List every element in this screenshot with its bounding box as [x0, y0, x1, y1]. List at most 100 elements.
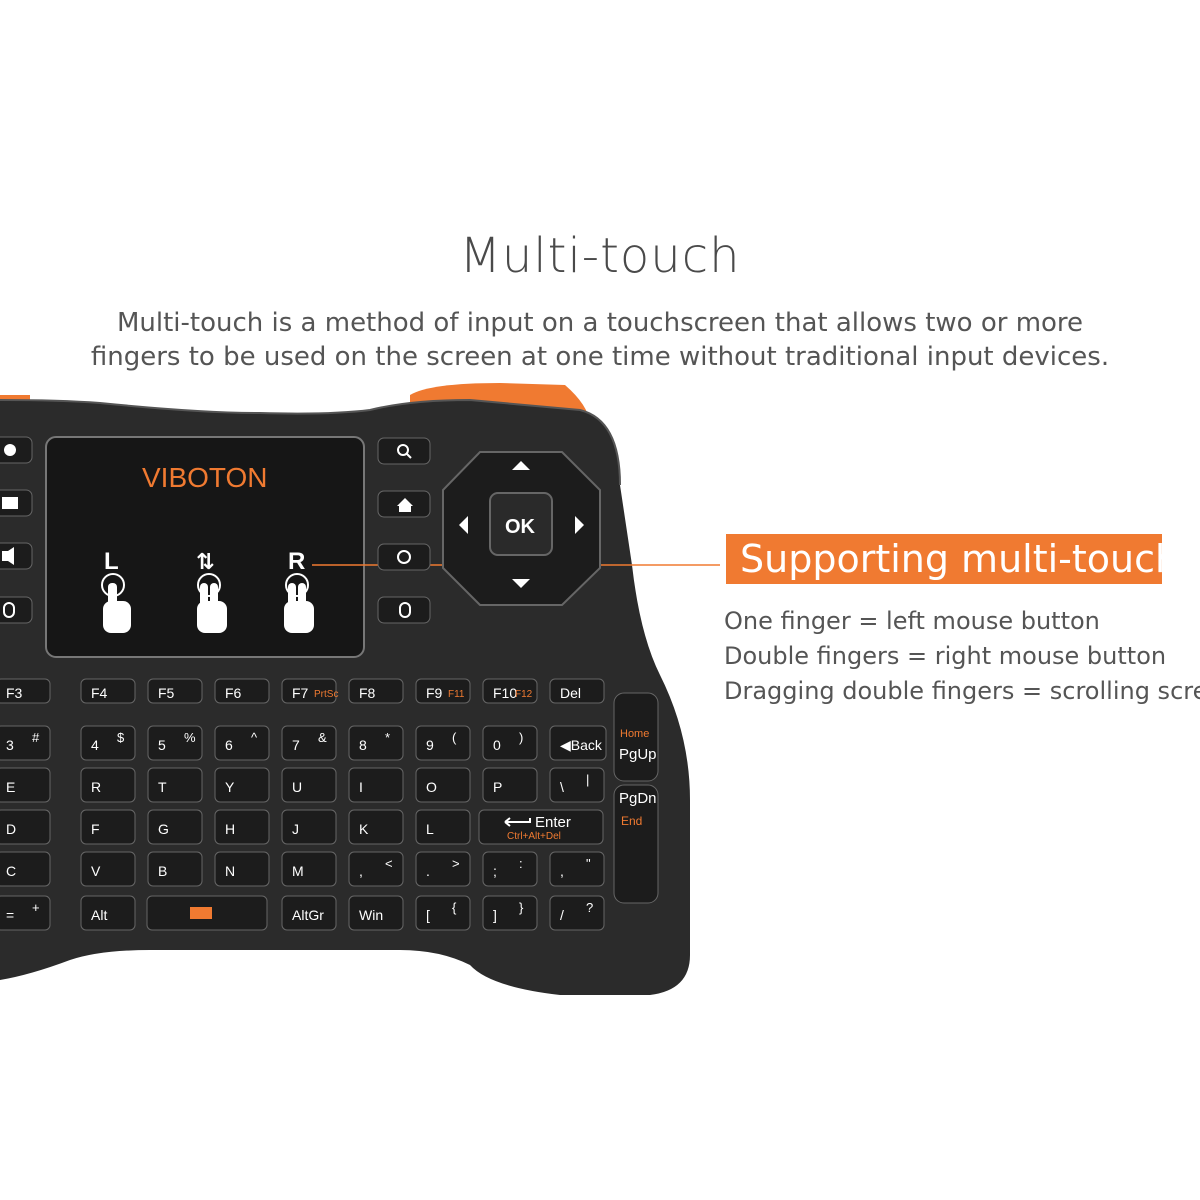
- backlight-icon: [190, 907, 212, 919]
- description-line-1: Multi-touch is a method of input on a to…: [116, 308, 1084, 338]
- keyboard-key: 4$: [80, 725, 136, 761]
- key-label: F4: [91, 685, 108, 701]
- keyboard-key: ◀Back: [549, 725, 607, 761]
- description-line-2: fingers to be used on the screen at one …: [90, 342, 1110, 372]
- keyboard-key: 3#: [0, 725, 51, 761]
- key-label: F9: [426, 685, 443, 701]
- key-label: 6: [225, 737, 233, 753]
- key-label: 4: [91, 737, 99, 753]
- enter-label: Enter: [535, 814, 571, 831]
- key-label: F: [91, 821, 100, 837]
- two-finger-icon: [197, 573, 227, 633]
- key-label: F7: [292, 685, 309, 701]
- keyboard-image: VIBOTON L ⇅ R: [0, 383, 720, 995]
- keyboard-key: P: [482, 767, 538, 803]
- key-sublabel: }: [519, 900, 524, 915]
- key-sublabel: F12: [515, 689, 533, 700]
- key-sublabel: {: [452, 900, 457, 915]
- key-sublabel: #: [32, 730, 40, 745]
- home-icon: [397, 498, 413, 512]
- keyboard-key: F8: [348, 678, 404, 704]
- page-description: Multi-touch is a method of input on a to…: [0, 306, 1200, 374]
- key-label: \: [560, 779, 564, 795]
- keyboard-key: L: [415, 809, 471, 845]
- key-sublabel: :: [519, 856, 523, 871]
- key-label: K: [359, 821, 369, 837]
- key-label: 9: [426, 737, 434, 753]
- double-finger-label: ⇅: [196, 550, 214, 575]
- multitouch-callout: Supporting multi-touch: [726, 534, 1179, 584]
- key-sublabel: %: [184, 730, 196, 745]
- keyboard-key: G: [147, 809, 203, 845]
- keyboard-key: J: [281, 809, 337, 845]
- key-label: P: [493, 779, 502, 795]
- key-label: C: [6, 863, 16, 879]
- keyboard-key: C: [0, 851, 51, 887]
- left-media-keys: [0, 436, 33, 624]
- key-sublabel: ?: [586, 900, 593, 915]
- keyboard-key: H: [214, 809, 270, 845]
- keyboard-key: [{: [415, 895, 471, 931]
- keyboard-key: V: [80, 851, 136, 887]
- key-sublabel: *: [385, 730, 390, 745]
- key-label: R: [91, 779, 101, 795]
- key-label: F3: [6, 685, 23, 701]
- key-label: 0: [493, 737, 501, 753]
- right-arrow-icon: [575, 516, 584, 534]
- key-sublabel: +: [32, 900, 40, 915]
- key-label: .: [426, 863, 430, 879]
- key-sublabel: >: [452, 856, 460, 871]
- keyboard-key: 6^: [214, 725, 270, 761]
- right-media-keys: [377, 437, 431, 624]
- key-sublabel: F11: [448, 689, 465, 700]
- key-sublabel: $: [117, 730, 125, 745]
- key-label: F10: [493, 685, 517, 701]
- keyboard-key: R: [80, 767, 136, 803]
- keyboard-key: O: [415, 767, 471, 803]
- right-finger-label: R: [288, 548, 305, 575]
- key-label: D: [6, 821, 16, 837]
- key-label: AltGr: [292, 907, 324, 923]
- feature-item: Double fingers = right mouse button: [724, 642, 1167, 670]
- key-sublabel: ): [519, 730, 523, 745]
- keyboard-key: I: [348, 767, 404, 803]
- keyboard-key: 0): [482, 725, 538, 761]
- key-label: Win: [359, 907, 383, 923]
- keyboard-key: T: [147, 767, 203, 803]
- key-label: 3: [6, 737, 14, 753]
- left-arrow-icon: [459, 516, 468, 534]
- home-label: Home: [620, 728, 649, 740]
- ok-button: [489, 492, 553, 556]
- feature-list: One finger = left mouse button Double fi…: [724, 604, 1200, 709]
- dpad: OK: [442, 451, 601, 606]
- key-label: Alt: [91, 907, 107, 923]
- one-finger-icon: [101, 573, 131, 633]
- brand-logo: VIBOTON: [142, 462, 268, 493]
- key-sublabel: &: [318, 730, 327, 745]
- keyboard-key: F9 F11: [415, 678, 471, 704]
- mouse-icon: [399, 602, 411, 618]
- browser-icon: [397, 550, 411, 564]
- key-label: /: [560, 907, 564, 923]
- search-icon: [397, 444, 409, 456]
- key-label: [: [426, 907, 430, 923]
- key-sublabel: <: [385, 856, 393, 871]
- keyboard-key: .>: [415, 851, 471, 887]
- keyboard-key: ]}: [482, 895, 538, 931]
- page-keys: Home PgUp PgDn End: [613, 692, 659, 904]
- page-title: Multi-touch: [459, 228, 741, 284]
- key-label: U: [292, 779, 302, 795]
- keyboard-key: 5%: [147, 725, 203, 761]
- keyboard-key: F6: [214, 678, 270, 704]
- keyboard-key: 7&: [281, 725, 337, 761]
- key-label: 8: [359, 737, 367, 753]
- keyboard-key: /?: [549, 895, 605, 931]
- keyboard-key: Alt: [80, 895, 136, 931]
- down-arrow-icon: [512, 579, 530, 588]
- key-label: F6: [225, 685, 242, 701]
- pgdn-label: PgDn: [619, 790, 657, 807]
- key-label: F5: [158, 685, 175, 701]
- keyboard-key: AltGr: [281, 895, 337, 931]
